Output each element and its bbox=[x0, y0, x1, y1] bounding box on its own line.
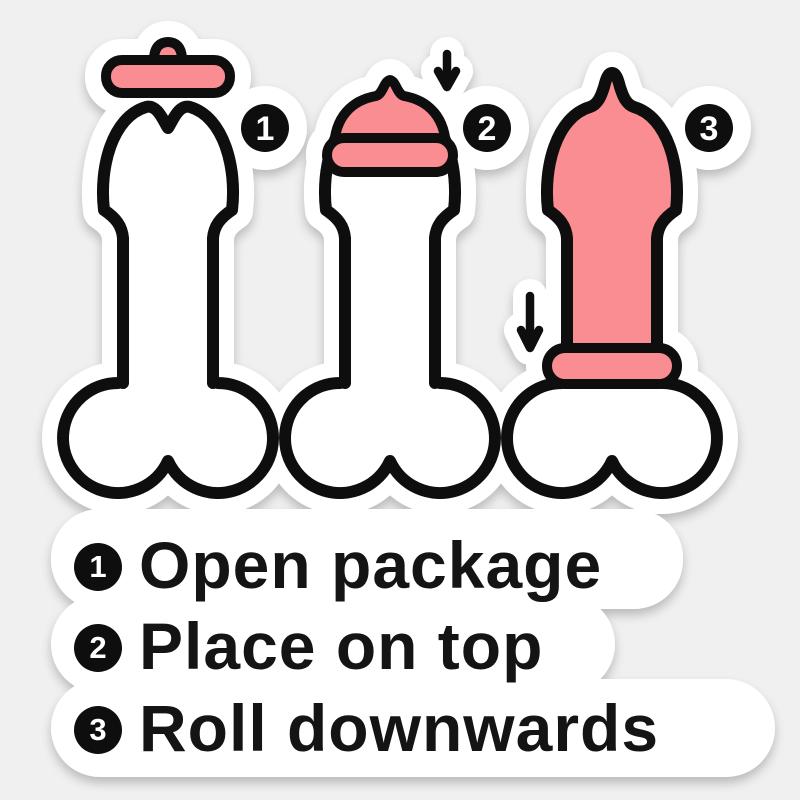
condom-base-ring bbox=[547, 348, 677, 384]
instruction-step-2: 2 Place on top bbox=[74, 609, 544, 683]
condom-rim bbox=[327, 138, 453, 172]
step-badge-number-3: 3 bbox=[700, 110, 719, 148]
step-number-badge-3: 3 bbox=[74, 706, 122, 754]
sticker-outline-layer bbox=[51, 42, 775, 777]
step-label-1: Open package bbox=[139, 528, 603, 602]
condom-package-bar bbox=[106, 60, 230, 93]
instruction-step-1: 1 Open package bbox=[74, 528, 603, 602]
instruction-step-3: 3 Roll downwards bbox=[74, 691, 660, 765]
step-badge-number-1: 1 bbox=[256, 110, 275, 148]
condom-covered-body-shape bbox=[547, 73, 677, 356]
step-label-3: Roll downwards bbox=[139, 691, 660, 765]
step-number-badge-1: 1 bbox=[74, 543, 122, 591]
figure-step-3: 3 bbox=[507, 73, 733, 493]
step-badge-number-2: 2 bbox=[478, 110, 497, 148]
step-label-2: Place on top bbox=[139, 609, 544, 683]
sticker-text-band-3 bbox=[51, 679, 775, 777]
figure-step-1: 1 bbox=[63, 42, 289, 493]
penis-body-shape bbox=[103, 107, 233, 383]
figure-step-2: 2 bbox=[285, 80, 511, 493]
step-number-badge-2: 2 bbox=[74, 624, 122, 672]
